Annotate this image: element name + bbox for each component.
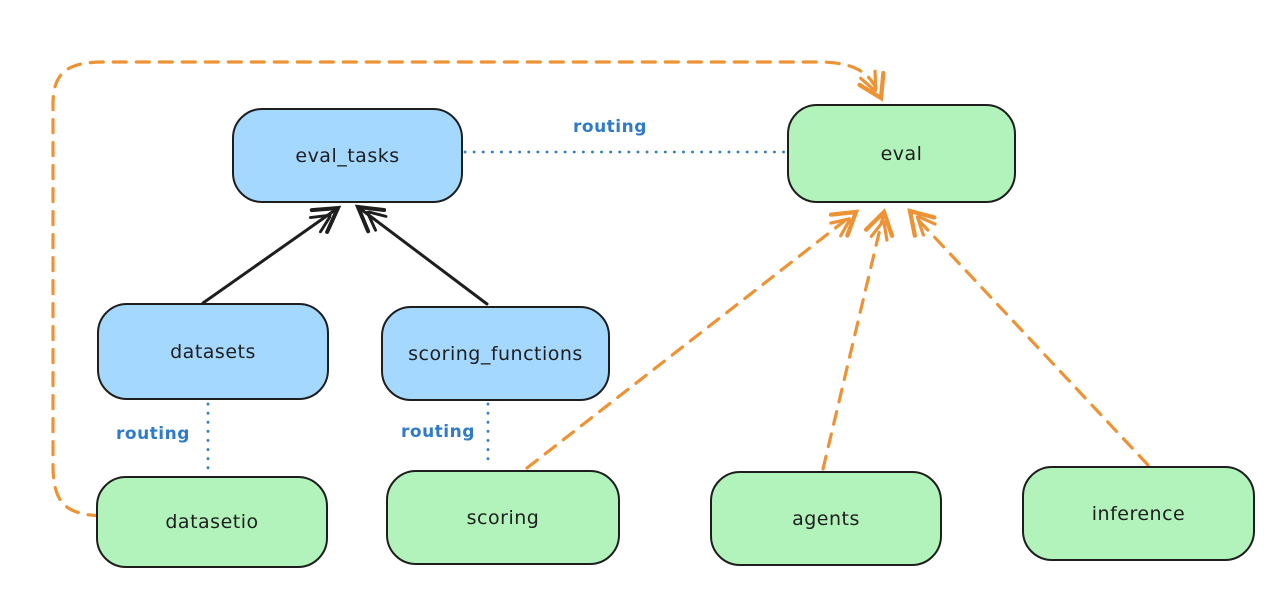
edge-datasetio-to-eval (51, 60, 886, 518)
node-inference-label: inference (1091, 502, 1186, 525)
node-scoring-functions: scoring_functions (381, 306, 610, 401)
node-scoring-functions-label: scoring_functions (408, 342, 583, 365)
node-eval: eval (787, 104, 1016, 203)
node-eval-tasks: eval_tasks (232, 108, 463, 203)
node-agents-label: agents (792, 507, 860, 530)
edge-scoring-to-eval (525, 209, 860, 470)
node-eval-label: eval (880, 142, 923, 165)
node-datasetio: datasetio (96, 476, 328, 568)
node-datasets: datasets (97, 303, 329, 400)
node-scoring-label: scoring (466, 506, 540, 529)
node-inference: inference (1022, 466, 1255, 561)
node-scoring: scoring (386, 470, 620, 565)
edge-agents-to-eval (821, 208, 895, 471)
edge-inference-to-eval (907, 208, 1150, 467)
node-eval-tasks-label: eval_tasks (295, 144, 400, 167)
routing-label-eval-tasks-eval: routing (573, 117, 647, 137)
node-agents: agents (710, 471, 942, 566)
edge-scoring_functions-to-eval_tasks (354, 204, 489, 306)
edge-datasets-to-eval_tasks (201, 205, 342, 305)
node-datasets-label: datasets (170, 340, 256, 363)
node-datasetio-label: datasetio (165, 511, 259, 533)
routing-label-scoring-functions-scoring: routing (401, 422, 475, 442)
routing-label-datasets-datasetio: routing (116, 424, 190, 444)
